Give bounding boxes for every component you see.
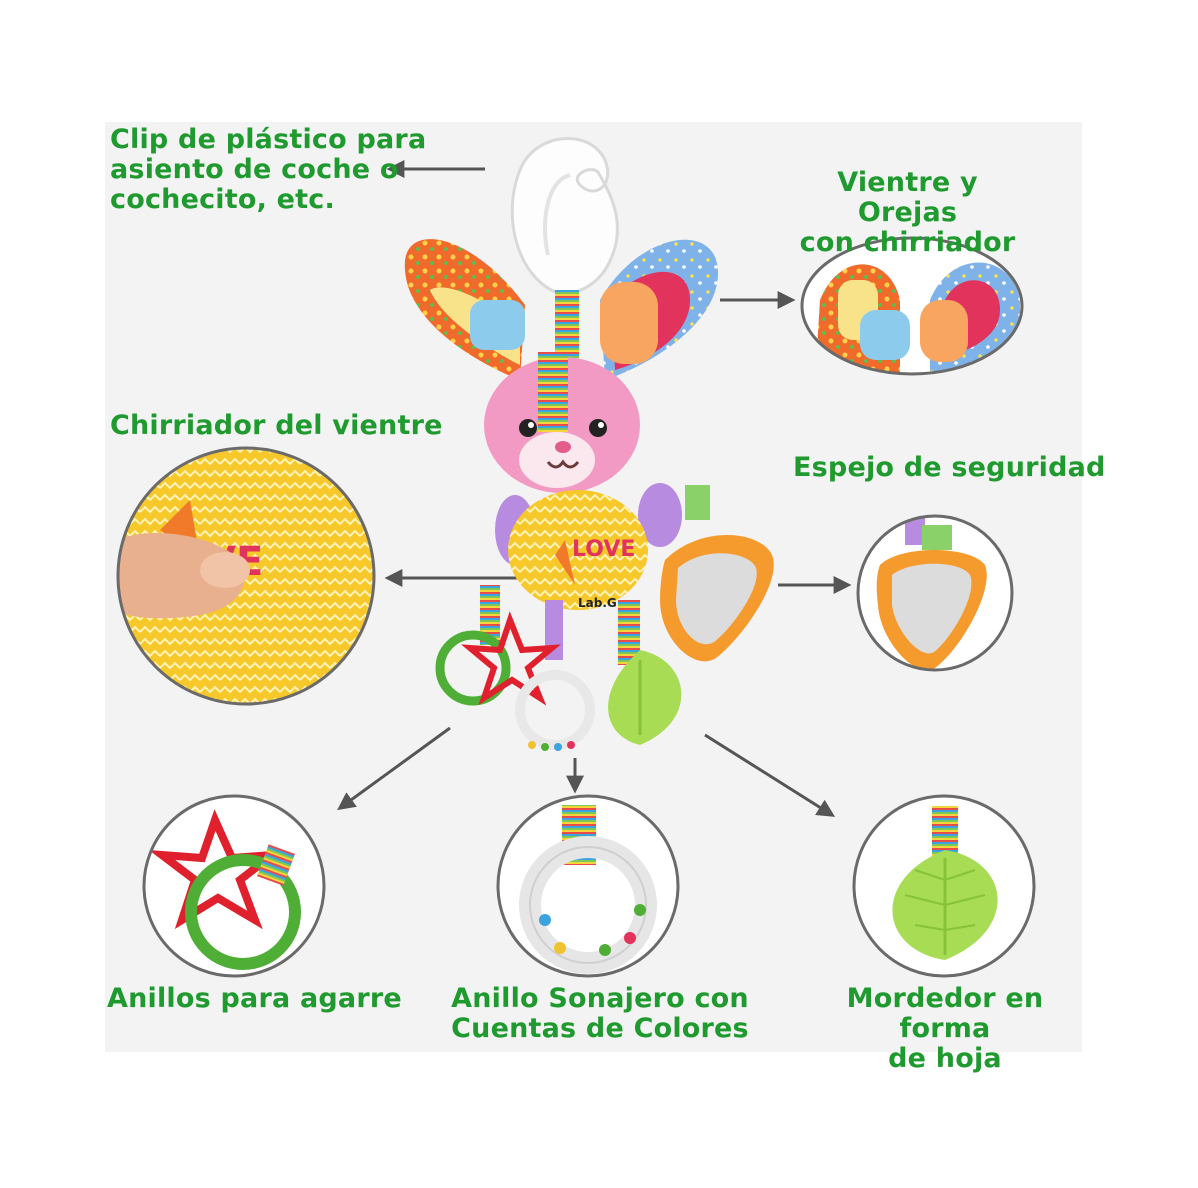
label-grasping-rings: Anillos para agarre [107,983,402,1014]
label-ears-squeaker: Vientre y Orejas con chirriador [799,167,1016,258]
right-arm [638,483,682,547]
rattle-ring [515,670,595,750]
red-star [460,611,562,706]
rings-detail-circle [142,794,326,978]
belly-detail-circle: VE [116,446,376,706]
label-belly-squeaker: Chirriador del vientre [110,410,443,441]
plastic-clip [510,137,619,297]
right-leg-strap [618,600,640,665]
ears-detail-circle [800,236,1024,376]
belly-love-text: LOVE [572,537,635,562]
brand-text: Lab.G [578,596,617,610]
leaf-teether [608,650,682,745]
label-plastic-clip: Clip de plástico para asiento de coche o… [110,124,427,215]
mirror-detail-circle [856,514,1014,672]
label-safety-mirror: Espejo de seguridad [793,452,1106,483]
arrow-teether [704,733,836,817]
green-ring [435,630,511,706]
bunny-body [508,490,648,610]
rattle-detail-circle [496,794,680,978]
arrow-rings [337,726,451,811]
teether-detail-circle [852,794,1036,978]
left-leg-strap [480,585,500,645]
label-rattle-ring: Anillo Sonajero con Cuentas de Colores [451,983,749,1044]
label-leaf-teether: Mordedor en forma de hoja [846,983,1044,1074]
bunny-toy: LOVE Lab.G [404,137,774,751]
